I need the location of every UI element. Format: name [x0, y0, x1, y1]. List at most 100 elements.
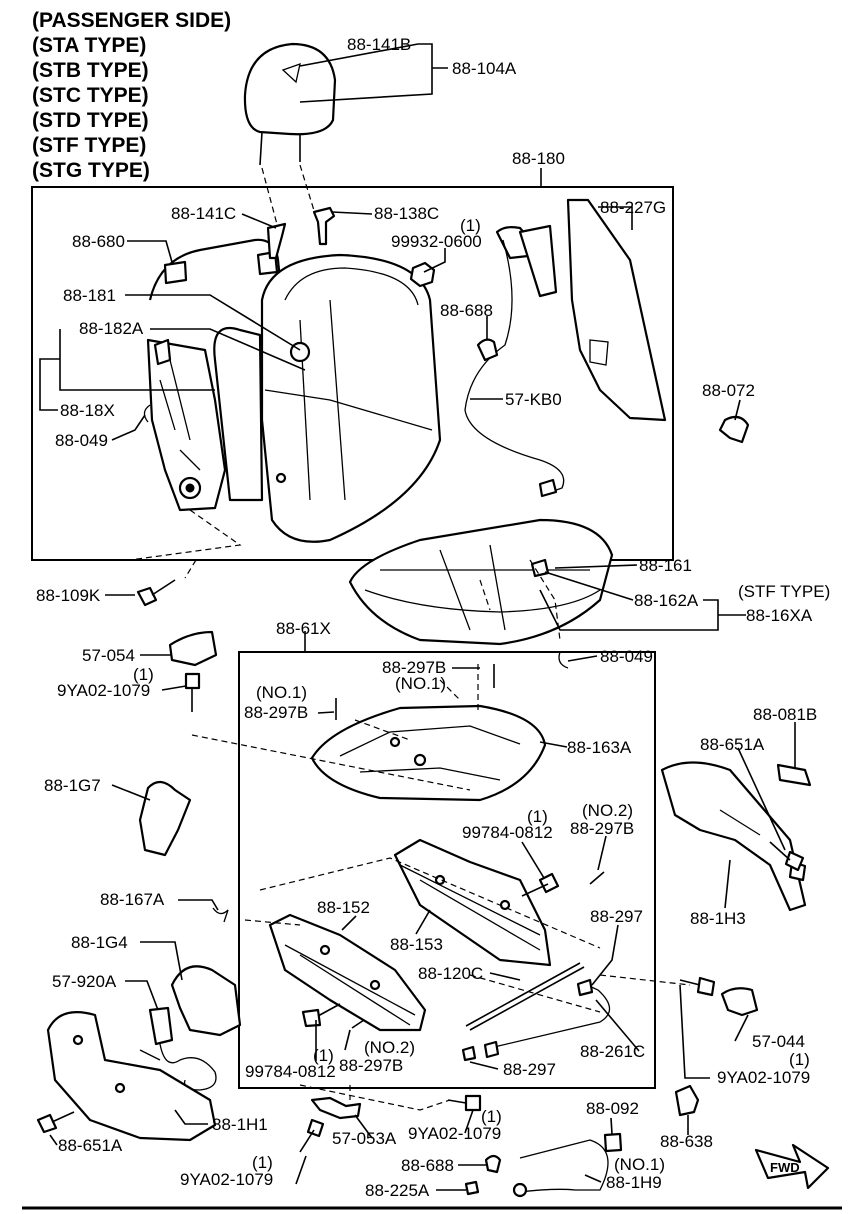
part-labels: 88-141B 88-104A 88-180 88-141C 88-138C 8… — [36, 35, 830, 1200]
cover-1G4-part — [170, 965, 242, 1037]
label-9ya-right-qty: (1) — [789, 1050, 810, 1069]
label-no1-c: (NO.1) — [614, 1155, 665, 1174]
bolt-9ya-right-part — [679, 976, 716, 997]
label-88-092: 88-092 — [586, 1099, 639, 1118]
label-88-1H9: 88-1H9 — [606, 1173, 662, 1192]
cover-054-part — [168, 630, 218, 667]
bolts-297B-part — [335, 664, 605, 1029]
label-88-261C: 88-261C — [580, 1042, 645, 1061]
leader-lines — [39, 43, 796, 1191]
label-88-152: 88-152 — [317, 898, 370, 917]
torsion-bar-part — [465, 962, 585, 1031]
label-88-297B-bottom: 88-297B — [339, 1056, 403, 1075]
label-88-227G: 88-227G — [600, 198, 666, 217]
label-57-053A: 57-053A — [332, 1129, 397, 1148]
bolt-109K-part — [136, 579, 176, 607]
label-no2-b: (NO.2) — [364, 1038, 415, 1057]
label-88-61X: 88-61X — [276, 619, 331, 638]
label-88-638: 88-638 — [660, 1132, 713, 1151]
label-88-297B-left: 88-297B — [244, 703, 308, 722]
bolt-99784-left-part — [301, 1003, 341, 1028]
label-88-688-top: 88-688 — [440, 301, 493, 320]
label-no1-b: (NO.1) — [395, 674, 446, 693]
headrest-part — [243, 42, 337, 231]
connector-092-part — [603, 1132, 623, 1153]
clip-072-part — [718, 415, 750, 444]
ring-049-mid-part — [558, 651, 569, 669]
label-88-651A-right: 88-651A — [700, 735, 765, 754]
label-88-141C: 88-141C — [171, 204, 236, 223]
label-9ya-top-qty: (1) — [133, 665, 154, 684]
cushion-frame-group-box — [238, 651, 656, 1089]
label-no2-r: (NO.2) — [582, 801, 633, 820]
fwd-arrow-icon: FWD — [754, 1143, 830, 1190]
side-shield-left-part — [46, 1011, 217, 1142]
side-cover-part — [518, 198, 667, 422]
label-99784-qty: (1) — [527, 807, 548, 826]
clip-167A-part — [212, 907, 229, 923]
seat-track-153-part — [393, 838, 552, 967]
label-88-651A-left: 88-651A — [58, 1136, 123, 1155]
screw-651A-right-part — [769, 841, 805, 872]
seatback-pad-part — [213, 327, 264, 502]
link-rod-part — [461, 978, 611, 1062]
label-88-181: 88-181 — [63, 286, 116, 305]
label-9YA02-1079-top: 9YA02-1079 — [57, 681, 150, 700]
bolt-9ya-mid-part — [447, 1094, 482, 1112]
buckle-920A-part — [139, 1006, 217, 1091]
clip-688-bottom-part — [484, 1154, 502, 1174]
label-88-104A: 88-104A — [452, 59, 517, 78]
label-9ya-bl-qty: (1) — [252, 1153, 273, 1172]
label-88-109K: 88-109K — [36, 586, 101, 605]
header-stb-type: (STB TYPE) — [32, 59, 149, 82]
label-88-1H3: 88-1H3 — [690, 909, 746, 928]
cover-044-part — [720, 987, 759, 1017]
label-99784-0812-right: 99784-0812 — [462, 823, 553, 842]
seat-track-152-part — [268, 913, 427, 1032]
header-stf-type: (STF TYPE) — [32, 134, 146, 157]
label-99932-qty: (1) — [460, 216, 481, 235]
label-88-081B: 88-081B — [753, 705, 817, 724]
cushion-pan-part — [310, 704, 547, 802]
label-88-297B-top: 88-297B — [382, 658, 446, 677]
label-88-1G4: 88-1G4 — [71, 933, 128, 952]
label-88-297-bottom: 88-297 — [503, 1060, 556, 1079]
side-shield-right-part — [660, 761, 812, 912]
label-88-049-mid: 88-049 — [600, 647, 653, 666]
label-99784-0812-left: 99784-0812 — [245, 1062, 336, 1081]
label-stf-type: (STF TYPE) — [738, 582, 830, 601]
label-88-688-bottom: 88-688 — [401, 1156, 454, 1175]
assembly-dashed-lines — [129, 509, 691, 1111]
label-88-162A: 88-162A — [634, 591, 699, 610]
screw-651A-left-part — [36, 1111, 75, 1134]
label-9YA02-1079-mid: 9YA02-1079 — [408, 1124, 501, 1143]
bolt-9ya-top-part — [184, 672, 201, 712]
headrest-guides — [266, 206, 336, 260]
label-88-049-top: 88-049 — [55, 431, 108, 450]
ring-049-top-part — [143, 404, 151, 423]
bolt-9ya-bottom-part — [299, 1118, 325, 1153]
header-std-type: (STD TYPE) — [32, 109, 149, 132]
label-no1-a: (NO.1) — [256, 683, 307, 702]
label-88-153: 88-153 — [390, 935, 443, 954]
header-stc-type: (STC TYPE) — [32, 84, 149, 107]
harness-1H9-part — [512, 1139, 609, 1198]
label-88-16XA: 88-16XA — [746, 606, 813, 625]
clip-638-part — [674, 1084, 700, 1117]
label-9YA02-1079-right: 9YA02-1079 — [717, 1068, 810, 1087]
nut-part — [409, 261, 436, 288]
label-57-KB0: 57-KB0 — [505, 390, 562, 409]
bolt-99784-right-part — [521, 872, 560, 897]
seatback-cover-part — [260, 253, 442, 543]
label-88-1G7: 88-1G7 — [44, 776, 101, 795]
label-88-161: 88-161 — [639, 556, 692, 575]
label-9YA02-1079-bottom: 9YA02-1079 — [180, 1170, 273, 1189]
label-88-297B-right: 88-297B — [570, 819, 634, 838]
label-57-920A: 57-920A — [52, 972, 117, 991]
label-88-138C: 88-138C — [374, 204, 439, 223]
label-57-054: 57-054 — [82, 646, 135, 665]
label-99784b-qty: (1) — [313, 1046, 334, 1065]
label-57-044: 57-044 — [752, 1032, 805, 1051]
header-passenger-side: (PASSENGER SIDE) — [32, 9, 231, 32]
